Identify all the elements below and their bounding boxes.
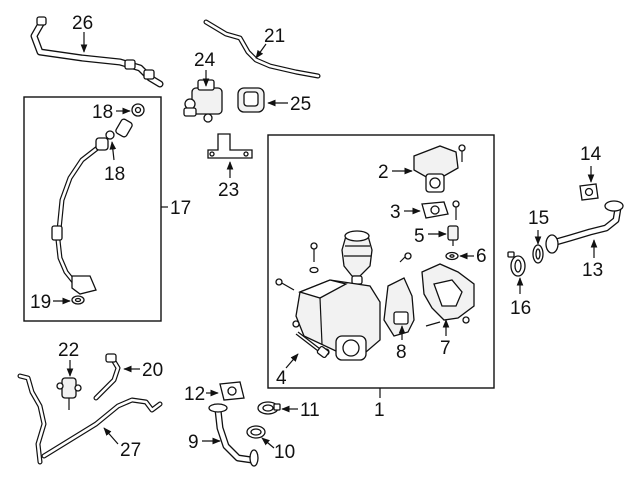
callout-8: 8 <box>396 342 407 363</box>
part-4-temperature-sensor <box>295 331 330 359</box>
part-23-bracket <box>207 133 253 159</box>
bolt-upper-left <box>309 242 319 274</box>
callout-11: 11 <box>300 400 320 421</box>
callout-3: 3 <box>390 202 401 223</box>
callout-22: 22 <box>58 340 79 361</box>
callout-6: 6 <box>476 246 487 267</box>
leader-10 <box>261 437 275 449</box>
part-6-washer <box>445 251 459 261</box>
part-27-tube <box>17 373 163 465</box>
part-18-plug-upper <box>131 103 145 117</box>
egr-cooler <box>292 279 381 361</box>
part-18-connector <box>105 118 133 140</box>
callout-17: 17 <box>170 198 191 219</box>
part-13-pipe <box>545 200 624 254</box>
callout-13: 13 <box>582 260 603 281</box>
callout-21: 21 <box>264 26 285 47</box>
group-box-17 <box>23 96 162 322</box>
callout-10: 10 <box>274 442 295 463</box>
leader-21 <box>255 43 267 59</box>
callout-9: 9 <box>188 432 199 453</box>
leader-4 <box>285 353 299 369</box>
callout-16: 16 <box>510 298 531 319</box>
leader-27 <box>103 427 119 445</box>
part-15-seal <box>532 244 544 264</box>
part-26-hose <box>30 16 164 88</box>
callout-15: 15 <box>528 208 549 229</box>
callout-1: 1 <box>374 400 385 421</box>
callout-14: 14 <box>580 144 602 165</box>
callout-2: 2 <box>378 162 389 183</box>
part-20-hose <box>93 353 121 401</box>
part-25-bracket <box>237 87 265 113</box>
part-11-clamp <box>257 401 281 415</box>
part-2-egr-valve <box>413 144 466 193</box>
part-16-clamp <box>507 251 526 277</box>
part-3-gasket <box>421 200 460 220</box>
callout-5: 5 <box>414 226 425 247</box>
part-19-washer <box>71 295 85 305</box>
callout-23: 23 <box>218 180 239 201</box>
part-7-bracket <box>421 263 475 327</box>
callout-20: 20 <box>142 360 163 381</box>
part-5-sensor <box>447 225 459 246</box>
bolt-left <box>275 278 295 291</box>
callout-18-lower: 18 <box>104 164 125 185</box>
callout-4: 4 <box>276 368 287 389</box>
part-22-valve <box>56 377 82 410</box>
callout-26: 26 <box>72 13 93 34</box>
part-8-bracket <box>383 252 415 337</box>
callout-7: 7 <box>440 338 451 359</box>
part-12-gasket <box>219 381 245 401</box>
part-17-vacuum-line <box>51 137 109 295</box>
callout-27: 27 <box>120 440 141 461</box>
part-14-gasket <box>579 183 599 201</box>
part-9-pipe <box>208 403 259 467</box>
callout-19: 19 <box>30 292 51 313</box>
callout-18-upper: 18 <box>92 102 113 123</box>
callout-25: 25 <box>290 94 311 115</box>
part-10-seal <box>246 425 266 439</box>
part-24-solenoid-valve <box>183 79 223 123</box>
part-21-tube <box>203 19 321 79</box>
callout-24: 24 <box>194 50 216 71</box>
callout-12: 12 <box>184 384 205 405</box>
leader-18-lower <box>109 141 117 161</box>
group-box-1 <box>267 134 495 389</box>
